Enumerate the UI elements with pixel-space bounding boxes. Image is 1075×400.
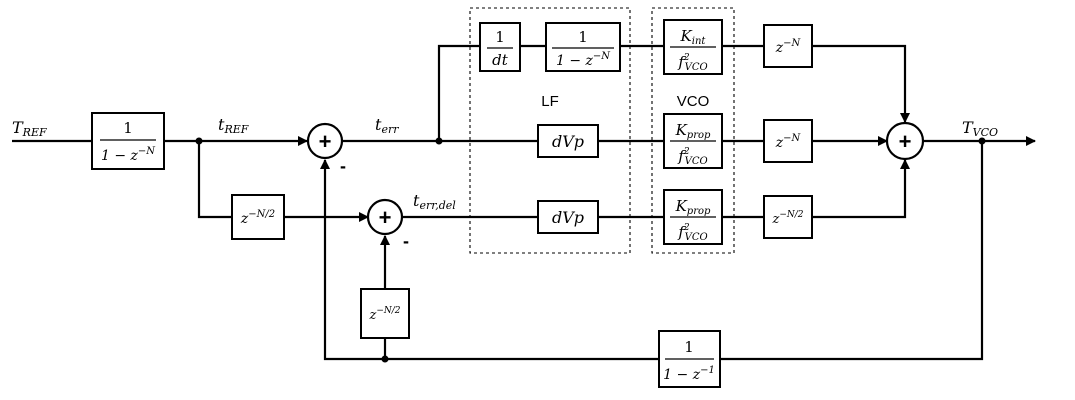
minus-sign: - xyxy=(403,231,409,251)
signal-label-tvco: TVCO xyxy=(962,118,998,139)
signal-label-terr: terr xyxy=(375,115,399,136)
sum-symbol: + xyxy=(899,129,912,154)
vco-group-border xyxy=(651,7,735,254)
block-label: z−N xyxy=(775,133,802,151)
dvp-block-delayed: dVp xyxy=(537,200,599,234)
block-label: dVp xyxy=(552,208,584,227)
block-denominator: 1 − z−1 xyxy=(663,365,715,383)
block-numerator: Kprop xyxy=(675,197,711,217)
block-label: dVp xyxy=(552,132,584,151)
accumulator-input-block: 1 1 − z−N xyxy=(91,112,165,170)
half-delay-block-right: z−N/2 xyxy=(763,195,813,239)
accumulator-lf-block: 1 1 − z−N xyxy=(545,22,621,72)
wire-to-deriv xyxy=(437,44,480,141)
block-numerator: 1 xyxy=(123,119,133,137)
junction-dot xyxy=(195,137,203,145)
half-delay-block-top: z−N/2 xyxy=(231,194,285,240)
lf-group-label: LF xyxy=(541,93,559,110)
sum-symbol: + xyxy=(319,129,332,154)
block-numerator: Kint xyxy=(680,27,707,47)
wire-top-to-sum3 xyxy=(812,44,910,123)
block-numerator: 1 xyxy=(578,28,588,46)
block-numerator: 1 xyxy=(495,28,505,46)
block-numerator: 1 xyxy=(684,338,694,356)
summing-junction-3: + xyxy=(885,121,925,161)
minus-sign: - xyxy=(340,156,346,176)
delay-block-middle: z−N xyxy=(763,119,813,163)
half-delay-block-feedback: z−N/2 xyxy=(360,288,410,339)
signal-label-terr-del: terr,del xyxy=(413,191,456,212)
wire-feedback-to-sum1 xyxy=(320,159,659,361)
dvp-block-main: dVp xyxy=(537,124,599,158)
wire-bottom-to-sum3 xyxy=(812,159,910,219)
block-denominator: 1 − z−N xyxy=(556,51,611,69)
lf-group-border xyxy=(469,7,631,254)
accumulator-feedback-block: 1 1 − z−1 xyxy=(658,330,721,388)
wire-branch-to-half-delay xyxy=(197,141,232,219)
block-denominator: 1 − z−N xyxy=(101,146,156,164)
wire-feedback-out xyxy=(720,141,984,361)
block-label: z−N/2 xyxy=(771,210,803,227)
junction-dot xyxy=(978,137,986,145)
block-label: z−N xyxy=(775,38,802,56)
signal-label-tref-input: TREF xyxy=(12,118,47,139)
block-numerator: Kprop xyxy=(675,121,711,141)
block-label: z−N/2 xyxy=(368,306,400,323)
vco-group-label: VCO xyxy=(677,93,710,110)
block-label: z−N/2 xyxy=(240,209,275,227)
junction-dot xyxy=(435,137,443,145)
junction-dot xyxy=(381,355,389,363)
sum-symbol: + xyxy=(379,205,392,230)
summing-junction-1: + - xyxy=(306,122,346,176)
summing-junction-2: + - xyxy=(366,198,409,251)
delay-block-top: z−N xyxy=(763,24,813,68)
block-denominator: dt xyxy=(492,51,509,69)
derivative-block: 1 dt xyxy=(479,22,521,72)
signal-label-tref: tREF xyxy=(218,115,249,136)
